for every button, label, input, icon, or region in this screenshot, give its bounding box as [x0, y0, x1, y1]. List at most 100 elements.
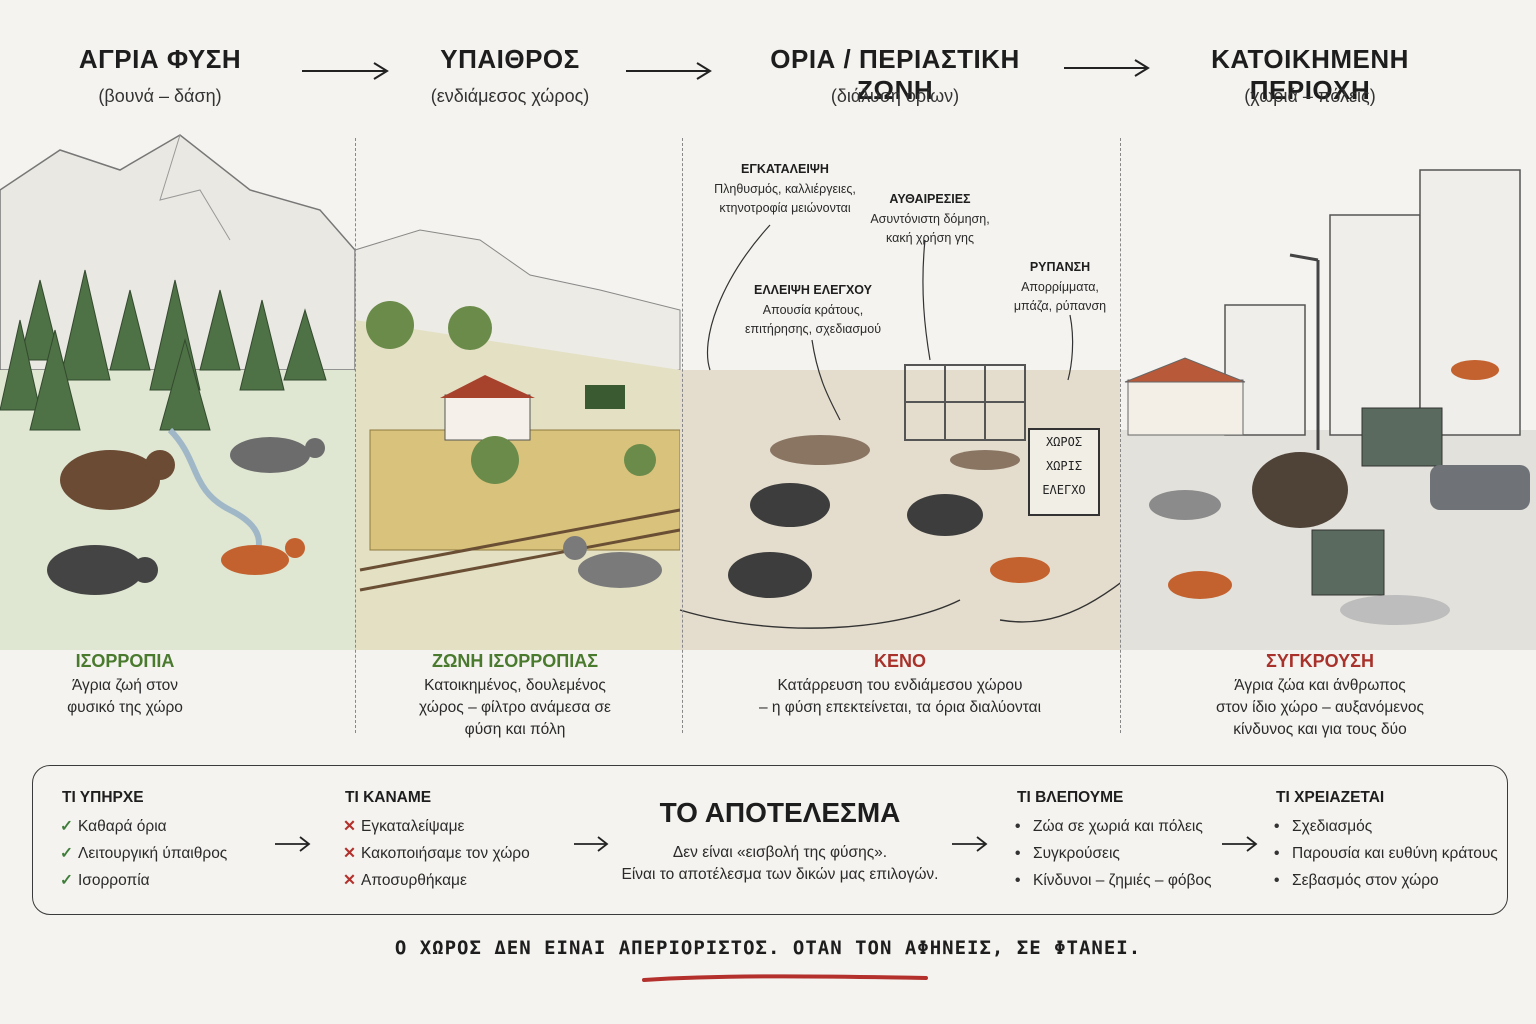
bear-icon — [60, 450, 175, 510]
bullet-icon: • — [1015, 818, 1021, 835]
annotation-text-lack-of-control: Απουσία κράτους, επιτήρησης, σχεδιασμού — [733, 301, 893, 339]
summary-arrows — [275, 836, 1258, 852]
wolf-icon — [1149, 490, 1221, 520]
abandoned-building-icon — [904, 364, 1026, 441]
sign-line: ΧΩΡΟΣ — [1045, 435, 1083, 449]
street-lamp-icon — [1289, 253, 1320, 450]
fox-icon — [990, 557, 1050, 583]
summary-list-existed: ✓ Καθαρά όρια ✓ Λειτουργική ύπαιθρος ✓Ισορ… — [60, 813, 227, 894]
fox-icon — [221, 538, 305, 575]
zone-desc-balance: Άγρια ζωή στον φυσικό της χώρο — [40, 675, 210, 719]
summary-title-existed: ΤΙ ΥΠΗΡΧΕ — [62, 789, 144, 806]
countryside-scene — [354, 229, 681, 650]
check-icon: ✓ — [60, 845, 73, 862]
desc-line: Κατοικημένος, δουλεμένος — [424, 677, 606, 694]
bullet-icon: • — [1015, 872, 1021, 889]
summary-list-see: •Ζώα σε χωριά και πόλεις •Συγκρούσεις •Κ… — [1015, 813, 1212, 894]
car-icon — [1430, 465, 1530, 510]
zone-divider — [1120, 138, 1121, 733]
list-item-text: Αποσυρθήκαμε — [361, 872, 467, 889]
list-item: •Κίνδυνοι – ζημιές – φόβος — [1015, 867, 1212, 894]
list-item: •Συγκρούσεις — [1015, 840, 1212, 867]
cross-icon: ✕ — [343, 872, 356, 889]
list-item: ✓ Καθαρά όρια — [60, 813, 227, 840]
zone-title-wild: ΑΓΡΙΑ ΦΥΣΗ — [78, 44, 242, 74]
list-item: ✕ Αποσυρθήκαμε — [343, 867, 530, 894]
bullet-icon: • — [1274, 818, 1280, 835]
list-item-text: Καθαρά όρια — [78, 818, 167, 835]
sign-line: ΧΩΡΙΣ — [1045, 459, 1083, 473]
list-item-text: Λειτουργική ύπαιθρος — [78, 845, 228, 862]
olive-tree-icon — [366, 301, 656, 484]
apartment-building-icon — [1224, 169, 1521, 436]
annotation-text-arbitrariness: Ασυντόνιστη δόμηση, κακή χρήση γης — [855, 210, 1005, 248]
desc-line: χώρος – φίλτρο ανάμεσα σε — [419, 699, 611, 716]
bullet-icon: • — [1274, 845, 1280, 862]
list-item: ✕Εγκαταλείψαμε — [343, 813, 530, 840]
result-line: Είναι το αποτέλεσμα των δικών μας επιλογ… — [621, 866, 939, 883]
desc-line: Άγρια ζώα και άνθρωπος — [1234, 677, 1406, 694]
annotation-title-arbitrariness: ΑΥΘΑΙΡΕΣΙΕΣ — [889, 192, 971, 206]
wild-nature-scene — [0, 134, 356, 650]
annotation-line: κακή χρήση γης — [886, 231, 974, 245]
boar-icon — [728, 483, 983, 598]
bear-icon — [1252, 452, 1348, 528]
list-item: ✓Ισορροπία — [60, 867, 227, 894]
list-item: ✕Κακοποιήσαμε τον χώρο — [343, 840, 530, 867]
annotation-title-pollution: ΡΥΠΑΝΣΗ — [1029, 260, 1091, 274]
summary-title-need: ΤΙ ΧΡΕΙΑΖΕΤΑΙ — [1276, 789, 1385, 806]
sign-line: ΕΛΕΓΧΟ — [1042, 483, 1086, 497]
annotation-line: Πληθυσμός, καλλιέργειες, — [714, 182, 856, 196]
list-item: •Σεβασμός στον χώρο — [1274, 867, 1498, 894]
boar-icon — [47, 545, 158, 595]
list-item: • Παρουσία και ευθύνη κράτους — [1274, 840, 1498, 867]
zone-desc-balance-zone: Κατοικημένος, δουλεμένος χώρος – φίλτρο … — [385, 675, 645, 741]
summary-list-need: •Σχεδιασμός • Παρουσία και ευθύνη κράτους… — [1274, 813, 1498, 894]
bullet-icon: • — [1274, 872, 1280, 889]
zone-title-settled: ΚΑΤΟΙΚΗΜΕΝΗ ΠΕΡΙΟΧΗ — [1211, 44, 1409, 105]
arrow-right-icon — [1064, 59, 1150, 77]
pine-forest — [0, 269, 327, 431]
desc-line: φυσικό της χώρο — [67, 699, 183, 716]
zone-desc-conflict: Άγρια ζώα και άνθρωπος στον ίδιο χώρο – … — [1190, 675, 1450, 741]
arrow-right-icon — [952, 836, 988, 852]
zone-subtitle-wild: (βουνά – δάση) — [98, 86, 222, 106]
list-item-text: Ισορροπία — [78, 872, 150, 889]
footer-underline — [642, 974, 928, 982]
zone-title-countryside: ΥΠΑΙΘΡΟΣ — [440, 44, 580, 74]
list-item-text: Συγκρούσεις — [1033, 845, 1120, 862]
header-arrows — [302, 59, 1150, 80]
list-item: •Σχεδιασμός — [1274, 813, 1498, 840]
check-icon: ✓ — [60, 818, 73, 835]
zone-label-balance-zone: ΖΩΝΗ ΙΣΟΡΡΟΠΙΑΣ — [431, 651, 599, 671]
zone-desc-void: Κατάρρευση του ενδιάμεσου χώρου – η φύση… — [740, 675, 1060, 719]
cross-icon: ✕ — [343, 818, 356, 835]
annotation-text-abandonment: Πληθυσμός, καλλιέργειες, κτηνοτροφία μει… — [690, 180, 880, 218]
arrow-right-icon — [302, 62, 389, 80]
dumpster-icon — [1311, 407, 1443, 596]
desc-line: – η φύση επεκτείνεται, τα όρια διαλύοντα… — [758, 699, 1042, 716]
arrow-right-icon — [1222, 836, 1258, 852]
wolf-icon — [230, 437, 325, 473]
settled-area-scene — [1120, 169, 1536, 650]
footer-slogan: Ο ΧΩΡΟΣ ΔΕΝ ΕΙΝΑΙ ΑΠΕΡΙΟΡΙΣΤΟΣ. ΟΤΑΝ ΤΟΝ… — [394, 937, 1142, 959]
summary-title-see: ΤΙ ΒΛΕΠΟΥΜΕ — [1017, 789, 1124, 806]
list-item: ✓ Λειτουργική ύπαιθρος — [60, 840, 227, 867]
desc-line: κίνδυνος και για τους δύο — [1233, 721, 1407, 738]
landscape-illustration — [0, 134, 1536, 650]
desc-line: στον ίδιο χώρο – αυξανόμενος — [1215, 699, 1425, 716]
fox-icon — [1168, 360, 1499, 599]
annotation-line: επιτήρησης, σχεδιασμού — [744, 322, 882, 336]
arrow-right-icon — [275, 836, 311, 852]
annotation-line: μπάζα, ρύπανση — [1013, 299, 1107, 313]
wolf-icon — [563, 536, 662, 588]
zone-label-void: ΚΕΝΟ — [873, 651, 926, 671]
summary-title-did: ΤΙ ΚΑΝΑΜΕ — [345, 789, 432, 806]
summary-text-result: Δεν είναι «εισβολή της φύσης». Είναι το … — [610, 842, 950, 886]
annotation-line: Ασυντόνιστη δόμηση, — [870, 212, 990, 226]
annotation-title-lack-of-control: ΕΛΛΕΙΨΗ ΕΛΕΓΧΟΥ — [753, 283, 872, 297]
fence — [359, 508, 681, 592]
list-item: •Ζώα σε χωριά και πόλεις — [1015, 813, 1212, 840]
list-item-text: Παρουσία και ευθύνη κράτους — [1292, 845, 1498, 862]
no-control-sign: ΧΩΡΟΣ ΧΩΡΙΣ ΕΛΕΓΧΟ — [1028, 428, 1100, 516]
